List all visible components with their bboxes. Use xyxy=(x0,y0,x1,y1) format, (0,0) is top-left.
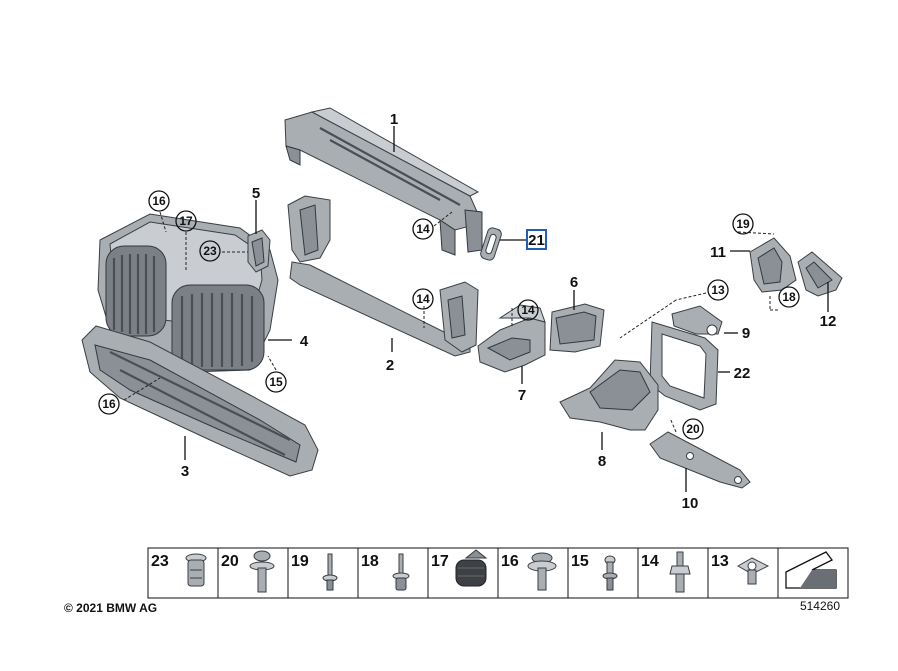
direction-arrow-icon xyxy=(785,551,837,589)
table-cell-15[interactable]: 15 xyxy=(571,553,589,570)
callout-22[interactable]: 22 xyxy=(734,365,751,382)
callout-5[interactable]: 5 xyxy=(252,185,260,202)
diagram-number: 514260 xyxy=(800,599,840,613)
part-21-seal[interactable] xyxy=(479,227,502,262)
part-3-lower-duct[interactable] xyxy=(81,325,319,477)
callout-10[interactable]: 10 xyxy=(682,495,699,512)
callout-16-top[interactable]: 16 xyxy=(152,194,166,208)
callout-8[interactable]: 8 xyxy=(598,453,606,470)
table-cell-23[interactable]: 23 xyxy=(151,553,169,570)
callout-2[interactable]: 2 xyxy=(386,357,394,374)
callout-4[interactable]: 4 xyxy=(300,333,309,350)
fastener-14-bolt-icon xyxy=(669,551,691,593)
part-9-bracket[interactable] xyxy=(671,305,723,336)
part-6-duct[interactable] xyxy=(549,303,605,353)
callout-14-c[interactable]: 14 xyxy=(521,303,535,317)
table-cell-20[interactable]: 20 xyxy=(221,553,239,570)
table-cell-13[interactable]: 13 xyxy=(711,553,729,570)
part-4-kidney-grille[interactable] xyxy=(97,213,279,373)
copyright-text: © 2021 BMW AG xyxy=(64,601,157,615)
table-cell-14[interactable]: 14 xyxy=(641,553,659,570)
callout-21[interactable]: 21 xyxy=(528,232,545,249)
fastener-17-rubber-mount-icon xyxy=(455,549,488,587)
part-1-upper-carrier[interactable] xyxy=(284,107,483,256)
part-11-deflector[interactable] xyxy=(749,237,797,293)
callout-14-a[interactable]: 14 xyxy=(416,222,430,236)
callout-21-highlight xyxy=(526,229,547,250)
fastener-16-screw-icon xyxy=(527,552,557,591)
callout-1[interactable]: 1 xyxy=(390,111,398,128)
circled-callouts xyxy=(98,190,800,440)
callout-16-bottom[interactable]: 16 xyxy=(102,397,116,411)
fastener-19-rivet-icon xyxy=(322,553,338,591)
callout-20[interactable]: 20 xyxy=(686,422,700,436)
callout-3[interactable]: 3 xyxy=(181,463,189,480)
fastener-18-rivet-icon xyxy=(392,553,410,591)
callout-18[interactable]: 18 xyxy=(782,290,796,304)
callout-14-b[interactable]: 14 xyxy=(416,292,430,306)
part-12-deflector[interactable] xyxy=(797,251,843,297)
callout-6[interactable]: 6 xyxy=(570,274,578,291)
callout-13[interactable]: 13 xyxy=(711,283,725,297)
callout-11[interactable]: 11 xyxy=(710,244,726,261)
part-22-frame-bracket[interactable] xyxy=(649,321,719,411)
callout-17[interactable]: 17 xyxy=(179,214,193,228)
part-8-lower-duct[interactable] xyxy=(559,359,659,431)
fastener-13-clip-nut-icon xyxy=(736,557,770,585)
fastener-table xyxy=(147,547,849,599)
part-10-lower-bracket[interactable] xyxy=(649,431,751,489)
callout-7[interactable]: 7 xyxy=(518,387,526,404)
fastener-15-stud-icon xyxy=(602,555,618,591)
callout-19[interactable]: 19 xyxy=(736,217,750,231)
callout-23[interactable]: 23 xyxy=(203,244,217,258)
callout-15[interactable]: 15 xyxy=(269,375,283,389)
callout-12[interactable]: 12 xyxy=(820,313,837,330)
part-2-frame[interactable] xyxy=(287,195,479,357)
table-cell-18[interactable]: 18 xyxy=(361,553,379,570)
callout-9[interactable]: 9 xyxy=(742,325,750,342)
table-cell-19[interactable]: 19 xyxy=(291,553,309,570)
leader-lines xyxy=(123,126,829,492)
fastener-23-expansion-nut-icon xyxy=(185,553,207,587)
fastener-20-bolt-icon xyxy=(249,550,275,593)
table-cell-16[interactable]: 16 xyxy=(501,553,519,570)
part-5-bracket[interactable] xyxy=(247,229,271,273)
table-cell-17[interactable]: 17 xyxy=(431,553,449,570)
